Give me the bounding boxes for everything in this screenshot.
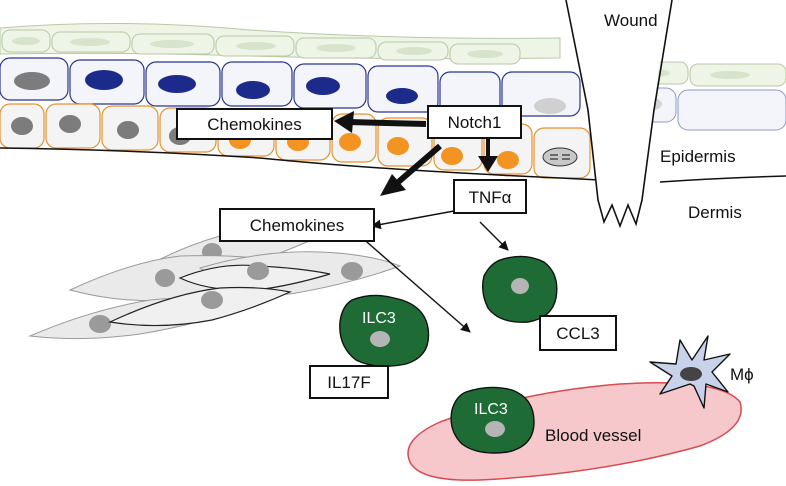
arrows [334,111,509,333]
stratum-corneum [0,22,786,87]
blood-vessel-label: Blood vessel [545,426,641,445]
macrophage-label: Mϕ [730,365,754,384]
epidermis-label: Epidermis [660,147,736,166]
fibroblasts [28,230,402,340]
basement-membrane [0,147,786,183]
label-box-chemokines-dermis: Chemokines [219,208,375,242]
label-box-notch1: Notch1 [427,105,522,139]
arrowhead [478,156,498,172]
arrow-chemokines-to-ilc3 [359,235,471,333]
label-box-tnfa: TNFα [453,179,527,214]
wound: Wound [565,0,673,229]
arrow-notch1-to-dermis-chemokines [394,143,442,187]
label-box-il17f: IL17F [309,365,389,399]
ccl3-label: CCL3 [556,324,599,343]
fibroblast-cell-outlined [107,286,292,327]
ilc3-cell-upper: ILC3 [339,294,430,367]
arrow-notch1-to-chemokines [347,119,427,127]
arrow-tnfa-to-ccl3-cell [479,221,509,251]
arrow-tnfa-to-chemokines [371,210,455,230]
macrophage: Mϕ [649,335,754,409]
chemokines-top-label: Chemokines [207,115,302,134]
ilc3-upper-label: ILC3 [362,310,396,327]
label-box-chemokines-top: Chemokines [176,108,333,140]
ilc3-cell-lower: ILC3 [450,386,535,454]
arrowhead [380,174,406,196]
ccl3-producing-cell [481,255,558,323]
label-box-ccl3: CCL3 [539,315,617,351]
dermis-label: Dermis [688,203,742,222]
notch1-label: Notch1 [448,113,502,132]
epidermis-layers [0,22,786,183]
tnfa-label: TNFα [469,188,512,207]
wound-label: Wound [604,11,658,30]
il17f-label: IL17F [327,373,370,392]
chemokines-dermis-label: Chemokines [250,216,345,235]
arrowhead [334,111,354,133]
ilc3-lower-label: ILC3 [474,401,508,418]
